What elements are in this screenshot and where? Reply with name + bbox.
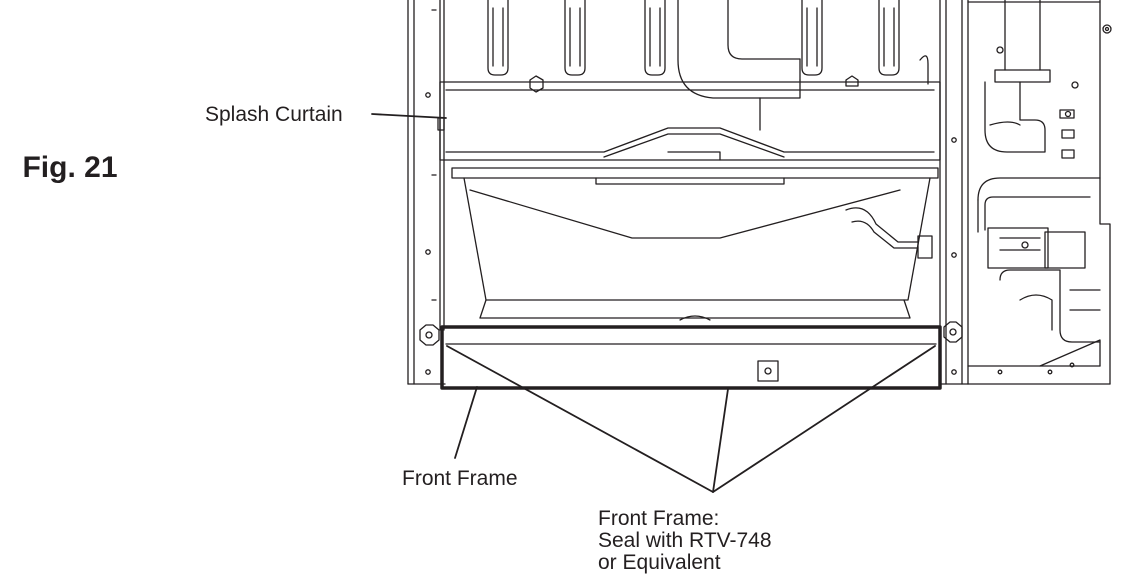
right-side-panel — [939, 0, 969, 385]
splash-curtain-label: Splash Curtain — [205, 103, 343, 126]
seal-label-line-3: or Equivalent — [598, 551, 721, 574]
splash-curtain — [437, 55, 941, 161]
front-frame — [419, 321, 963, 390]
seal-label-line-2: Seal with RTV-748 — [598, 529, 772, 552]
evaporator-tubes — [487, 0, 900, 76]
left-side-panel — [407, 0, 446, 385]
leader-lines — [371, 113, 936, 493]
seal-label-line-1: Front Frame: — [598, 507, 720, 530]
water-hose — [677, 0, 801, 131]
right-compartment — [967, 0, 1112, 385]
water-trough — [451, 167, 939, 321]
front-frame-seal-label: Front Frame: Seal with RTV-748 or Equiva… — [598, 508, 772, 574]
figure-label: Fig. 21 — [22, 151, 118, 184]
front-frame-label: Front Frame — [402, 467, 518, 490]
